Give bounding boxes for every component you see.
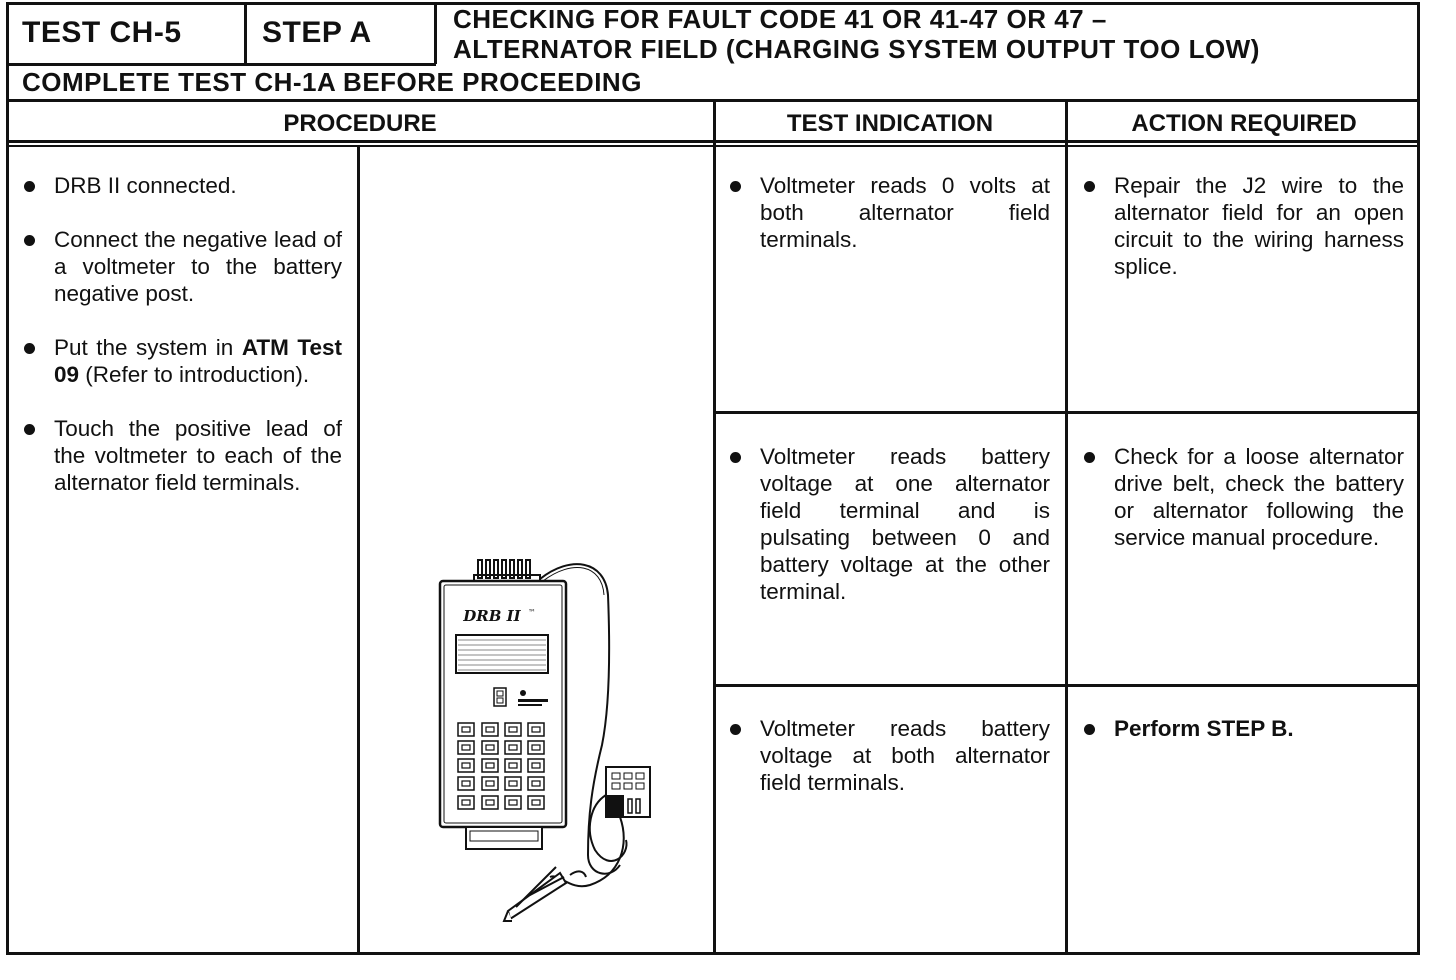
divider (1065, 99, 1068, 955)
page-title-line-1: CHECKING FOR FAULT CODE 41 OR 41-47 OR 4… (453, 4, 1107, 34)
divider (713, 99, 716, 955)
procedure-step: Connect the negative lead of a voltmeter… (22, 226, 342, 307)
divider (244, 2, 247, 64)
action-required-cell: Perform STEP B. (1082, 715, 1404, 769)
procedure-step-text: Put the system in ATM Test 09 (Refer to … (54, 335, 342, 387)
display-screen (455, 634, 549, 674)
action-text: Repair the J2 wire to the alternator fie… (1114, 173, 1404, 279)
trademark-label: ™ (528, 608, 536, 617)
bullet-icon (24, 181, 35, 192)
divider (434, 2, 437, 64)
procedure-step-text: Connect the negative lead of a voltmeter… (54, 227, 342, 306)
cable (539, 563, 621, 875)
column-header-procedure: PROCEDURE (283, 110, 437, 137)
column-header-test-indication: TEST INDICATION (786, 110, 994, 137)
bullet-icon (24, 235, 35, 246)
alligator-clip-icon (502, 866, 587, 922)
bullet-icon (24, 343, 35, 354)
test-indication-cell: Voltmeter reads battery voltage at one a… (728, 443, 1050, 632)
procedure-step: Touch the positive lead of the voltmeter… (22, 415, 342, 496)
indication-item: Voltmeter reads battery voltage at one a… (728, 443, 1050, 605)
action-item: Perform STEP B. (1082, 715, 1404, 742)
action-text: Perform STEP B. (1114, 716, 1294, 741)
page-title-line-2: ALTERNATOR FIELD (CHARGING SYSTEM OUTPUT… (453, 34, 1260, 64)
action-item: Repair the J2 wire to the alternator fie… (1082, 172, 1404, 280)
bullet-icon (730, 452, 741, 463)
procedure-step-text: DRB II connected. (54, 173, 237, 198)
brand-label: DRB II (462, 607, 521, 625)
divider (713, 684, 1420, 687)
test-indication-cell: Voltmeter reads battery voltage at both … (728, 715, 1050, 823)
divider (6, 63, 436, 66)
procedure-step: Put the system in ATM Test 09 (Refer to … (22, 334, 342, 388)
action-text: Check for a loose alternator drive belt,… (1114, 444, 1404, 550)
drb-ii-scan-tool-illustration: DRB II ™ (438, 559, 651, 922)
procedure-list: DRB II connected. Connect the negative l… (22, 172, 342, 523)
bullet-icon (1084, 181, 1095, 192)
procedure-step-text: Touch the positive lead of the voltmeter… (54, 416, 342, 495)
divider (357, 145, 360, 955)
procedure-step: DRB II connected. (22, 172, 342, 199)
indication-text: Voltmeter reads battery voltage at both … (760, 716, 1050, 795)
bullet-icon (1084, 724, 1095, 735)
action-required-cell: Check for a loose alternator drive belt,… (1082, 443, 1404, 578)
column-header-action-required: ACTION REQUIRED (1131, 110, 1357, 137)
step-label: STEP A (262, 16, 372, 49)
bullet-icon (24, 424, 35, 435)
action-emphasis: Perform STEP B. (1114, 716, 1294, 741)
indication-text: Voltmeter reads 0 volts at both alternat… (760, 173, 1050, 252)
divider (713, 411, 1420, 414)
bullet-icon (730, 181, 741, 192)
cartridge-slot (465, 826, 543, 850)
test-label: TEST CH-5 (22, 16, 182, 49)
indication-item: Voltmeter reads 0 volts at both alternat… (728, 172, 1050, 253)
keypad (457, 722, 545, 810)
test-indication-cell: Voltmeter reads 0 volts at both alternat… (728, 172, 1050, 280)
subtitle: COMPLETE TEST CH-1A BEFORE PROCEEDING (22, 67, 642, 97)
bullet-icon (1084, 452, 1095, 463)
connector-pins (473, 559, 541, 584)
action-required-cell: Repair the J2 wire to the alternator fie… (1082, 172, 1404, 307)
indication-text: Voltmeter reads battery voltage at one a… (760, 444, 1050, 604)
indication-item: Voltmeter reads battery voltage at both … (728, 715, 1050, 796)
bullet-icon (730, 724, 741, 735)
action-item: Check for a loose alternator drive belt,… (1082, 443, 1404, 551)
procedure-step-emphasis: ATM Test 09 (54, 335, 342, 387)
